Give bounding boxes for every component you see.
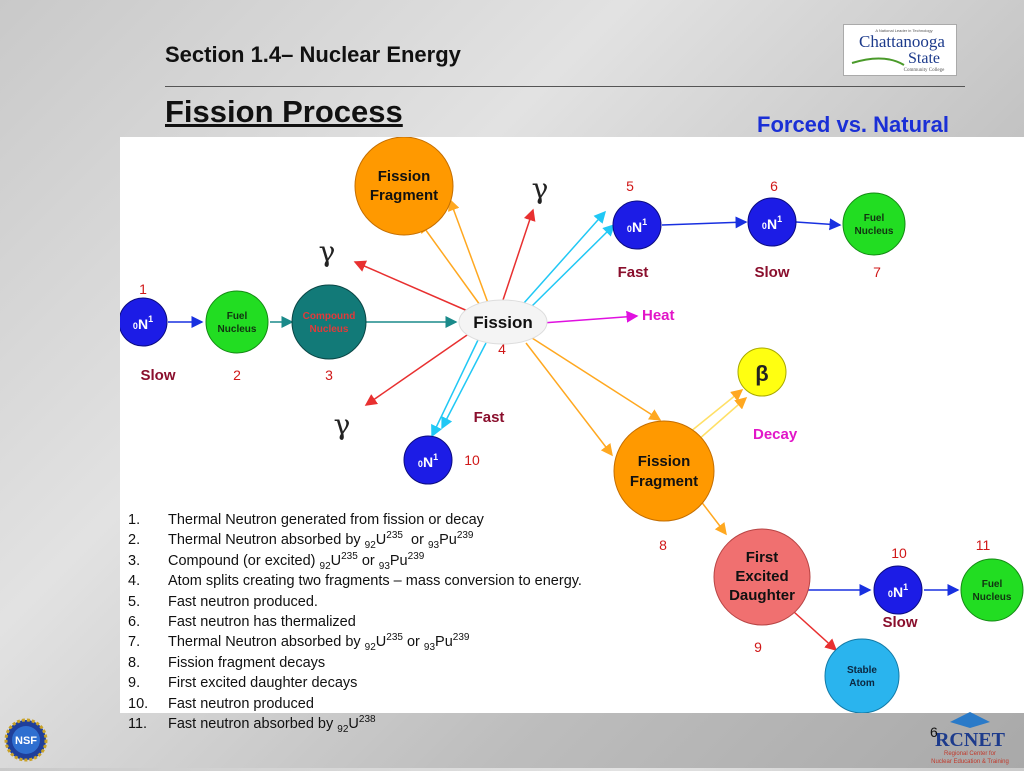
step-item: 3.Compound (or excited) 92U235 or 93Pu23…	[128, 550, 425, 572]
neutron-node-5: 0N1	[612, 200, 662, 250]
steps-list: 1.Thermal Neutron generated from fission…	[128, 510, 608, 734]
label-slow-10: Slow	[882, 614, 917, 631]
step-number: 11	[976, 537, 991, 553]
svg-text:NSF: NSF	[15, 735, 37, 747]
svg-text:RCNET: RCNET	[935, 729, 1006, 751]
neutron-node-10-left: 0N1	[403, 435, 453, 485]
gamma-symbol-left-top: γ	[319, 235, 336, 268]
gamma-symbol-left-bottom: γ	[334, 408, 351, 441]
step-item: 2.Thermal Neutron absorbed by 92U235 or …	[128, 530, 474, 552]
subtitle: Forced vs. Natural	[757, 112, 949, 137]
step-number: 9	[754, 639, 762, 655]
label-fast-10: Fast	[474, 409, 505, 426]
fission-node: Fission	[458, 299, 548, 345]
svg-text:0N1: 0N1	[133, 314, 153, 332]
rcnet-logo: RCNET Regional Center for Nuclear Educat…	[920, 712, 1020, 766]
label-fast-5: Fast	[618, 264, 649, 281]
label-decay: Decay	[753, 426, 798, 443]
step-item: 1.Thermal Neutron generated from fission…	[128, 512, 484, 528]
step-item: 8.Fission fragment decays	[128, 654, 326, 671]
chattanooga-state-logo: A National Leader in Technology Chattano…	[843, 24, 957, 76]
step-number: 2	[233, 367, 241, 383]
svg-text:0N1: 0N1	[888, 582, 908, 600]
svg-text:Community College: Community College	[904, 68, 945, 73]
step-number: 6	[770, 178, 778, 194]
step-item: 11.Fast neutron absorbed by 92U238	[128, 714, 376, 735]
neutron-node-10-right: 0N1	[873, 565, 923, 615]
label-heat: Heat	[642, 307, 675, 324]
step-number: 7	[873, 264, 881, 280]
header-divider	[165, 86, 965, 87]
section-title: Section 1.4– Nuclear Energy	[165, 42, 461, 67]
step-item: 6.Fast neutron has thermalized	[128, 614, 356, 631]
svg-text:State: State	[908, 50, 940, 67]
step-number: 4	[498, 341, 506, 357]
beta-particle-node: β	[737, 347, 787, 397]
svg-text:Regional Center for: Regional Center for	[944, 751, 996, 757]
page-number: 6	[930, 724, 938, 740]
step-item: 5.Fast neutron produced.	[128, 593, 318, 610]
step-number: 10	[464, 452, 480, 468]
label-slow-1: Slow	[140, 367, 175, 384]
label-slow-6: Slow	[754, 264, 789, 281]
svg-text:β: β	[755, 361, 768, 386]
svg-text:0N1: 0N1	[627, 217, 647, 235]
svg-text:A National Leader in Technolog: A National Leader in Technology	[875, 28, 932, 33]
arrows	[168, 198, 960, 652]
svg-text:0N1: 0N1	[762, 214, 782, 232]
step-item: 4.Atom splits creating two fragments – m…	[128, 573, 582, 590]
neutron-node-6: 0N1	[747, 197, 797, 247]
step-item: 9.First excited daughter decays	[128, 675, 358, 692]
step-item: 7.Thermal Neutron absorbed by 92U235 or …	[128, 632, 470, 654]
step-number: 8	[659, 537, 667, 553]
step-number: 3	[325, 367, 333, 383]
svg-text:Chattanooga: Chattanooga	[859, 32, 945, 51]
step-number: 1	[139, 281, 147, 297]
page-title: Fission Process	[165, 94, 403, 129]
svg-text:Nuclear Education & Training: Nuclear Education & Training	[931, 759, 1009, 765]
step-item: 10.Fast neutron produced	[128, 695, 314, 712]
neutron-node-1: 0N1	[120, 297, 168, 347]
step-number: 10	[891, 545, 907, 561]
svg-text:0N1: 0N1	[418, 452, 438, 470]
nsf-logo: NSF	[4, 718, 48, 762]
step-number: 5	[626, 178, 634, 194]
gamma-symbol-top: γ	[532, 172, 549, 205]
svg-text:Fission: Fission	[473, 313, 533, 332]
